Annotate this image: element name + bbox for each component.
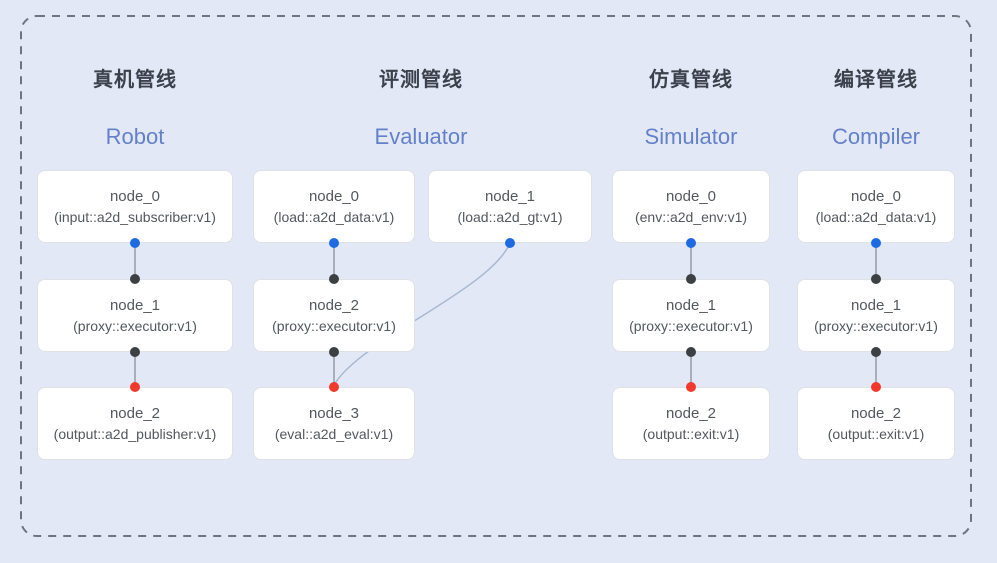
node-name: node_2 <box>109 404 161 422</box>
input-port-dot <box>871 274 881 284</box>
pipeline-title-simulator: 仿真管线 <box>649 69 733 91</box>
input-port-dot <box>329 382 339 392</box>
output-port-dot <box>871 238 881 248</box>
compiler-node-0: node_0 (load::a2d_data:v1) <box>797 170 955 243</box>
pipeline-title-robot: 真机管线 <box>93 69 177 91</box>
pipeline-subtitle-simulator: Simulator <box>644 124 738 149</box>
pipeline-title-compiler: 编译管线 <box>834 69 918 91</box>
node-name: node_1 <box>484 187 536 205</box>
node-type: (env::a2d_env:v1) <box>634 208 748 225</box>
node-name: node_0 <box>665 187 717 205</box>
output-port-dot <box>329 238 339 248</box>
robot-node-0: node_0 (input::a2d_subscriber:v1) <box>37 170 233 243</box>
node-type: (proxy::executor:v1) <box>73 317 197 334</box>
node-type: (input::a2d_subscriber:v1) <box>54 208 216 225</box>
output-port-dot <box>505 238 515 248</box>
output-port-dot <box>686 347 696 357</box>
node-name: node_2 <box>665 404 717 422</box>
node-type: (output::exit:v1) <box>642 425 740 442</box>
input-port-dot <box>130 274 140 284</box>
node-type: (load::a2d_gt:v1) <box>457 208 563 225</box>
node-name: node_1 <box>665 296 717 314</box>
evaluator-node-0: node_0 (load::a2d_data:v1) <box>253 170 415 243</box>
gt-to-eval-edge <box>333 242 511 386</box>
pipeline-subtitle-compiler: Compiler <box>831 124 921 149</box>
input-port-dot <box>130 382 140 392</box>
node-name: node_0 <box>109 187 161 205</box>
node-name: node_1 <box>850 296 902 314</box>
simulator-node-2: node_2 (output::exit:v1) <box>612 387 770 460</box>
input-port-dot <box>686 382 696 392</box>
simulator-node-0: node_0 (env::a2d_env:v1) <box>612 170 770 243</box>
evaluator-node-2: node_2 (proxy::executor:v1) <box>253 279 415 352</box>
pipeline-subtitle-robot: Robot <box>105 124 165 149</box>
compiler-node-1: node_1 (proxy::executor:v1) <box>797 279 955 352</box>
output-port-dot <box>130 347 140 357</box>
pipeline-title-evaluator: 评测管线 <box>379 69 463 91</box>
input-port-dot <box>686 274 696 284</box>
node-name: node_0 <box>308 187 360 205</box>
output-port-dot <box>130 238 140 248</box>
output-port-dot <box>871 347 881 357</box>
node-name: node_2 <box>850 404 902 422</box>
node-type: (proxy::executor:v1) <box>629 317 753 334</box>
node-type: (output::exit:v1) <box>827 425 925 442</box>
evaluator-node-3: node_3 (eval::a2d_eval:v1) <box>253 387 415 460</box>
robot-node-1: node_1 (proxy::executor:v1) <box>37 279 233 352</box>
node-type: (output::a2d_publisher:v1) <box>53 425 217 442</box>
node-name: node_0 <box>850 187 902 205</box>
output-port-dot <box>686 238 696 248</box>
evaluator-node-1: node_1 (load::a2d_gt:v1) <box>428 170 592 243</box>
input-port-dot <box>871 382 881 392</box>
output-port-dot <box>329 347 339 357</box>
simulator-node-1: node_1 (proxy::executor:v1) <box>612 279 770 352</box>
node-name: node_2 <box>308 296 360 314</box>
robot-node-2: node_2 (output::a2d_publisher:v1) <box>37 387 233 460</box>
node-type: (load::a2d_data:v1) <box>815 208 937 225</box>
dashed-frame <box>20 15 972 537</box>
node-name: node_3 <box>308 404 360 422</box>
node-type: (proxy::executor:v1) <box>814 317 938 334</box>
node-type: (load::a2d_data:v1) <box>273 208 395 225</box>
node-type: (eval::a2d_eval:v1) <box>274 425 394 442</box>
pipeline-subtitle-evaluator: Evaluator <box>374 124 468 149</box>
input-port-dot <box>329 274 339 284</box>
node-name: node_1 <box>109 296 161 314</box>
node-type: (proxy::executor:v1) <box>272 317 396 334</box>
compiler-node-2: node_2 (output::exit:v1) <box>797 387 955 460</box>
